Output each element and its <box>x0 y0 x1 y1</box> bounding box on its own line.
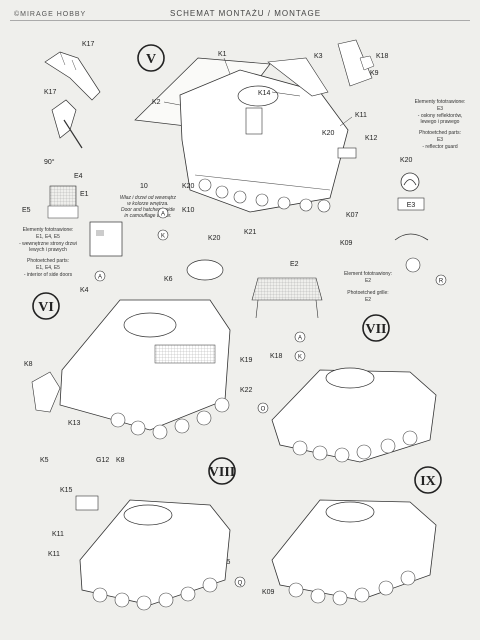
svg-text:E2: E2 <box>365 278 371 284</box>
svg-text:Photoetched parts:: Photoetched parts: <box>27 258 69 264</box>
part-k20-v3: K20 <box>182 183 195 190</box>
part-k2: K2 <box>152 99 161 106</box>
part-k4: K4 <box>80 287 89 294</box>
header-rule <box>10 20 470 21</box>
part-k20-v2: K20 <box>400 157 413 164</box>
part-k14: K14 <box>258 90 271 97</box>
part-k1: K1 <box>218 51 227 58</box>
note-mid-pl: Element fototrawiony: E2 <box>344 271 392 284</box>
svg-text:Elementy fototrawione:: Elementy fototrawione: <box>23 227 74 233</box>
part-e3: E3 <box>407 202 416 209</box>
part-k17-mid: K17 <box>44 89 57 96</box>
marker-k-vii: K <box>298 355 302 361</box>
svg-text:in camouflage colour.: in camouflage colour. <box>124 213 171 219</box>
part-k07: K07 <box>346 212 359 219</box>
part-k8-b: K8 <box>116 457 125 464</box>
svg-text:lewych i prawych: lewych i prawych <box>29 247 67 253</box>
step-v-diagram: V K17 K17 K2 K1 K3 K18 K9 K14 <box>19 39 466 286</box>
marker-a-vii: A <box>298 336 302 342</box>
part-k09-v: K09 <box>340 240 353 247</box>
part-k21: K21 <box>244 229 257 236</box>
step-vi-label: VI <box>38 300 54 315</box>
door-inset <box>89 221 123 257</box>
part-k10: K10 <box>182 207 195 214</box>
part-k17-top: K17 <box>82 41 95 48</box>
note-left-pl: Elementy fototrawione: E1, E4, E5 - wewn… <box>19 227 77 253</box>
step-vi-diagram: VI A K4 K6 K8 K13 K5 G12 K8 <box>24 259 231 464</box>
step-viii-diagram: VIII K15 K11 K11 K15 <box>48 457 236 611</box>
svg-text:E3: E3 <box>437 106 443 112</box>
part-k11-b: K11 <box>52 531 64 538</box>
svg-text:lewego i prawego: lewego i prawego <box>421 119 460 125</box>
marker-a-v: A <box>161 212 165 218</box>
marker-k-v: K <box>161 234 165 240</box>
angle-90: 90° <box>44 158 55 166</box>
part-k15-a: K15 <box>60 487 73 494</box>
part-e5: E5 <box>22 207 31 214</box>
svg-text:Właz i drzwi od wewnątrz: Właz i drzwi od wewnątrz <box>120 195 177 201</box>
note-center: Właz i drzwi od wewnątrz w kolorze wnętr… <box>120 195 177 219</box>
step-ix-label: IX <box>420 474 436 489</box>
part-k12: K12 <box>365 135 378 142</box>
part-k13: K13 <box>68 420 81 427</box>
part-k6: K6 <box>164 276 173 283</box>
reflector-icon <box>400 172 420 192</box>
svg-text:E1, E4, E5: E1, E4, E5 <box>36 234 60 240</box>
svg-text:- interior of side doors: - interior of side doors <box>24 272 73 278</box>
part-k20-v1: K20 <box>322 130 335 137</box>
svg-text:Element fototrawiony:: Element fototrawiony: <box>344 271 392 277</box>
svg-text:- osłony reflektorów,: - osłony reflektorów, <box>418 113 462 119</box>
marker-q: Q <box>238 581 243 587</box>
part-k3: K3 <box>314 53 323 60</box>
part-e2: E2 <box>290 261 299 268</box>
part-k11-v: K11 <box>355 112 367 119</box>
svg-text:- wewnętrzne strony drzwi: - wewnętrzne strony drzwi <box>19 241 77 247</box>
step-viii-label: VIII <box>209 465 235 480</box>
svg-text:w kolorze wnętrza.: w kolorze wnętrza. <box>127 201 168 207</box>
part-k18-vii: K18 <box>270 353 283 360</box>
svg-text:- reflector guard: - reflector guard <box>422 144 458 150</box>
part-e4: E4 <box>74 173 83 180</box>
part-k20-v4: K20 <box>208 235 221 242</box>
part-k11-c: K11 <box>48 551 60 558</box>
marker-o: O <box>261 407 266 413</box>
note-right-en: Photoetched parts: E3 - reflector guard <box>419 130 461 150</box>
svg-text:Photoetched grille:: Photoetched grille: <box>347 290 388 296</box>
svg-text:Photoetched parts:: Photoetched parts: <box>419 130 461 136</box>
brand-header: ©MIRAGE HOBBY <box>14 11 87 18</box>
step-v-label: V <box>146 52 156 67</box>
part-k22: K22 <box>240 387 253 394</box>
part-k9-top: K9 <box>370 70 379 77</box>
svg-text:Door and hatches inside: Door and hatches inside <box>121 207 175 213</box>
page-title: SCHEMAT MONTAŻU / MONTAGE <box>170 9 322 18</box>
marker-r: R <box>439 279 444 285</box>
svg-text:Elementy fototrawione:: Elementy fototrawione: <box>415 99 466 105</box>
marker-a-vi: A <box>98 275 102 281</box>
part-10: 10 <box>140 183 148 190</box>
part-k09-ix: K09 <box>262 589 275 596</box>
svg-text:E1, E4, E5: E1, E4, E5 <box>36 265 60 271</box>
part-k5: K5 <box>40 457 49 464</box>
note-left-en: Photoetched parts: E1, E4, E5 - interior… <box>24 258 73 278</box>
svg-text:E3: E3 <box>437 137 443 143</box>
part-k19: K19 <box>240 357 253 364</box>
part-k18-top: K18 <box>376 53 389 60</box>
note-mid-en: Photoetched grille: E2 <box>347 290 388 303</box>
note-right-pl: Elementy fototrawione: E3 - osłony refle… <box>415 99 466 125</box>
step-ix-diagram: IX Q K09 <box>234 466 442 606</box>
part-g12: G12 <box>96 457 109 464</box>
svg-text:E2: E2 <box>365 297 371 303</box>
step-vii-label: VII <box>365 322 386 337</box>
part-k8-a: K8 <box>24 361 33 368</box>
part-e1: E1 <box>80 191 89 198</box>
step-vii-diagram: VII A K K19 K18 K22 O <box>240 314 437 463</box>
grille-e2-detail: E2 Element fototrawiony: E2 Photoetched … <box>251 261 392 319</box>
